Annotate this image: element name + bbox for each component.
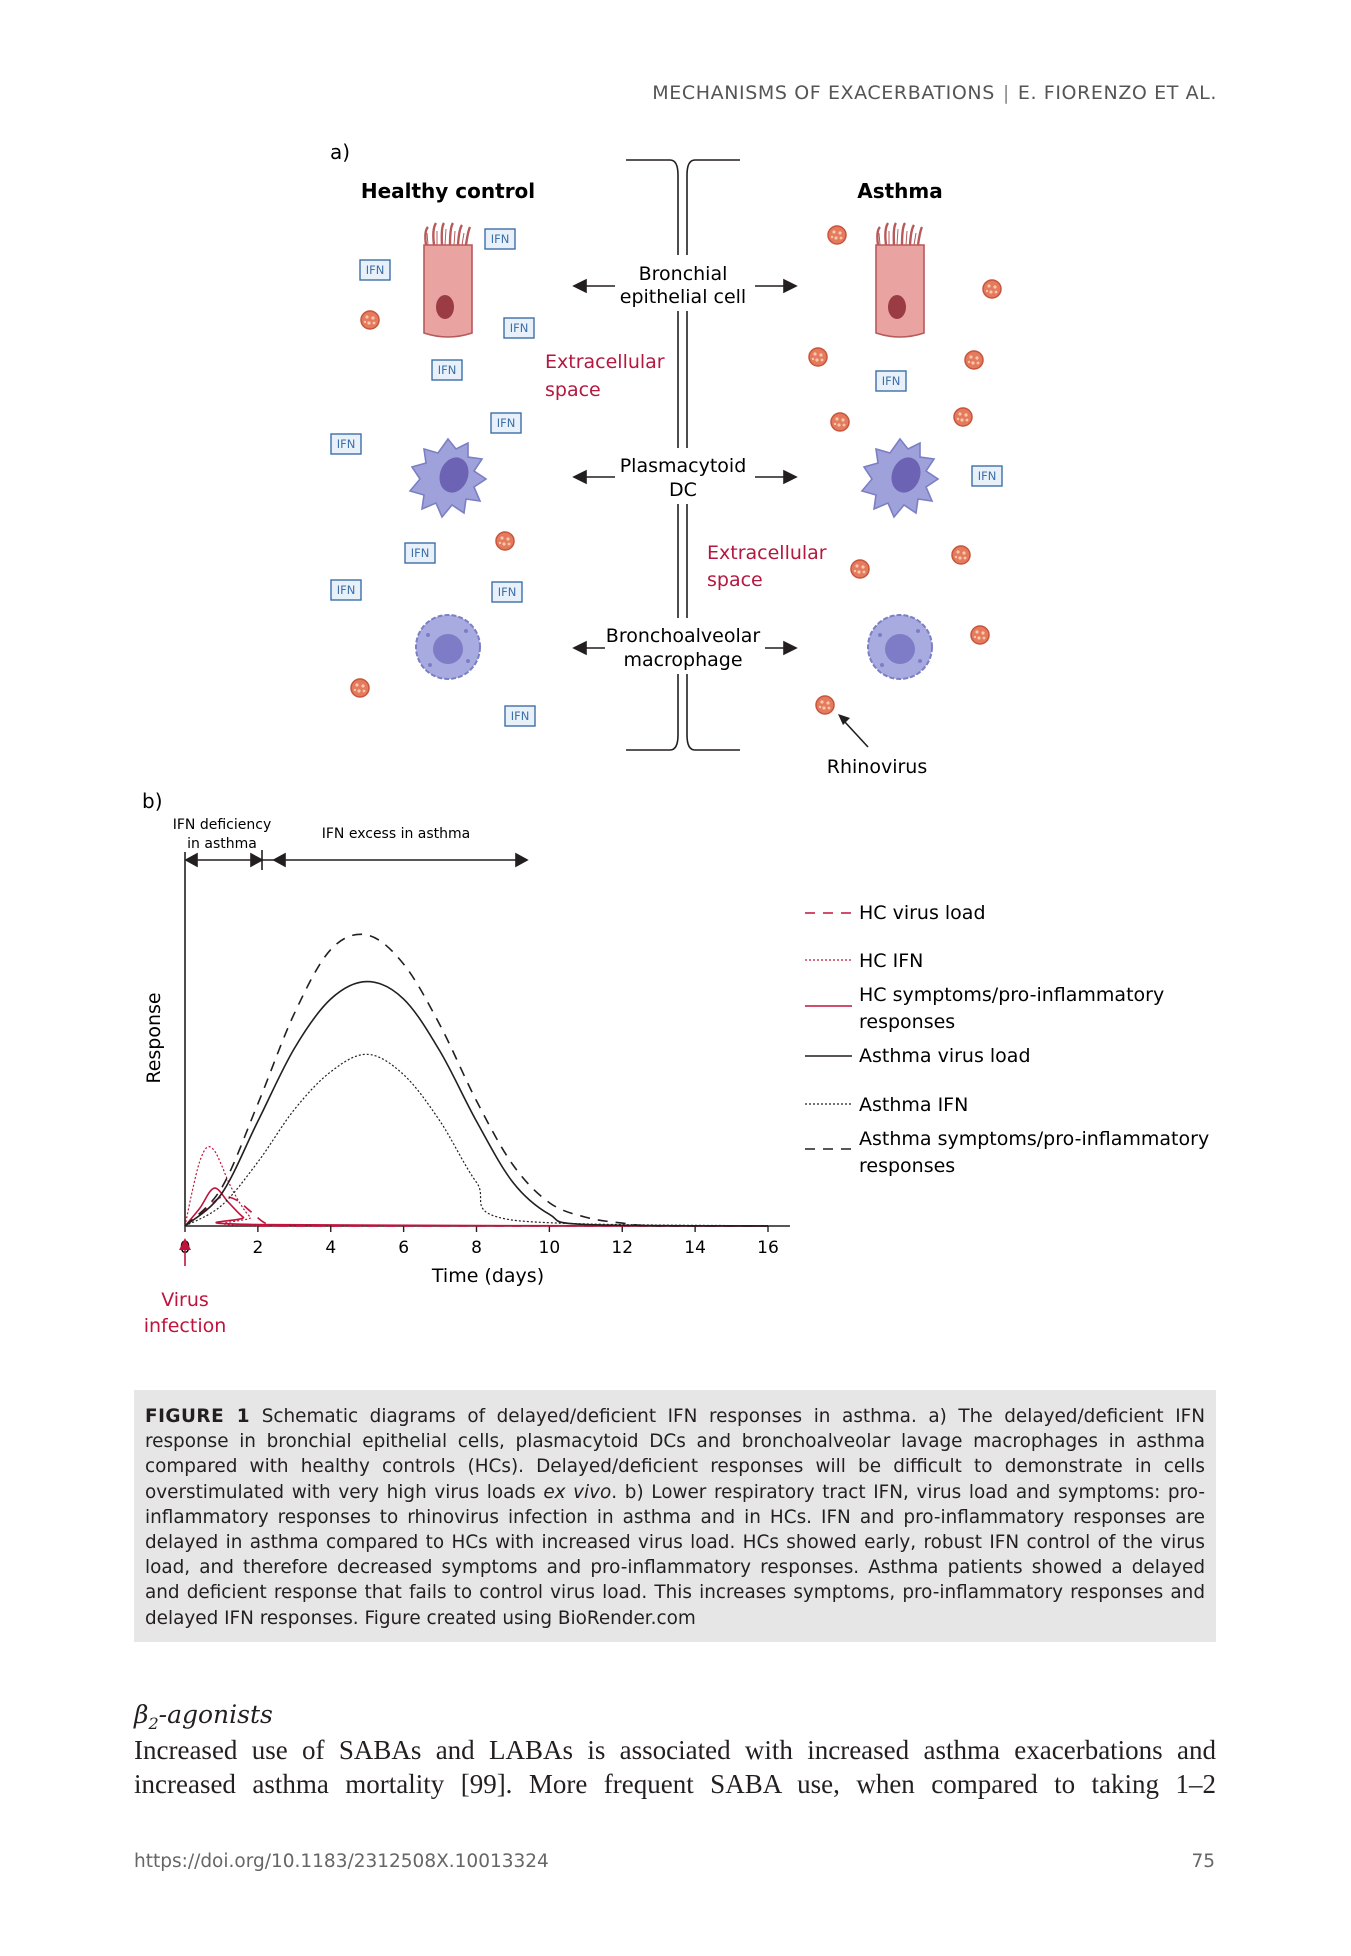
x-tick-label: 6 bbox=[398, 1238, 409, 1258]
legend-hc-ifn: HC IFN bbox=[859, 950, 923, 972]
legend-hc-symptoms-2: responses bbox=[859, 1011, 955, 1033]
panel-label-b: b) bbox=[142, 789, 163, 813]
figure-caption: FIGURE 1 Schematic diagrams of delayed/d… bbox=[134, 1390, 1216, 1642]
rhinovirus-label: Rhinovirus bbox=[827, 756, 927, 778]
legend-asthma-ifn: Asthma IFN bbox=[859, 1094, 968, 1116]
series-line-asthma-symptoms-pro-inflammatory-responses bbox=[184, 933, 768, 1227]
caption-italic: ex vivo bbox=[543, 1481, 612, 1503]
extracellular-label-2b: space bbox=[707, 569, 763, 591]
label-bronchoalveolar: Bronchoalveolar bbox=[606, 625, 761, 647]
ifn-label: IFN bbox=[337, 583, 356, 597]
excess-label: IFN excess in asthma bbox=[322, 826, 471, 842]
ifn-label: IFN bbox=[497, 416, 516, 430]
healthy-control-title: Healthy control bbox=[361, 179, 535, 203]
series-lines bbox=[184, 933, 769, 1227]
legend-asthma-symptoms-2: responses bbox=[859, 1155, 955, 1177]
series-line-hc-ifn bbox=[184, 1146, 768, 1227]
virus-infection-label-1: Virus bbox=[161, 1289, 209, 1311]
hc-plasmacytoid-dc bbox=[409, 438, 487, 518]
figure-label: FIGURE 1 bbox=[145, 1406, 251, 1427]
rhinovirus-pointer bbox=[843, 720, 869, 748]
legend-hc-symptoms: HC symptoms/pro-inflammatory bbox=[859, 984, 1164, 1006]
x-tick-label: 12 bbox=[611, 1238, 633, 1258]
running-title: MECHANISMS OF EXACERBATIONS bbox=[652, 82, 995, 104]
body-line-2: increased asthma mortality [99]. More fr… bbox=[134, 1769, 1216, 1799]
series-line-asthma-virus-load bbox=[184, 980, 769, 1227]
ifn-label: IFN bbox=[438, 363, 457, 377]
legend-asthma-virus-load: Asthma virus load bbox=[859, 1045, 1031, 1067]
x-tick-label: 14 bbox=[684, 1238, 706, 1258]
x-tick-label: 16 bbox=[757, 1238, 779, 1258]
comparison-arrows bbox=[572, 278, 798, 656]
section-title: β2-agonists bbox=[134, 1700, 273, 1733]
legend-hc-virus-load: HC virus load bbox=[859, 902, 986, 924]
ifn-label: IFN bbox=[511, 709, 530, 723]
x-tick-label: 10 bbox=[539, 1238, 561, 1258]
asthma-plasmacytoid-dc bbox=[861, 438, 939, 518]
chart-legend: HC virus load HC IFN HC symptoms/pro-inf… bbox=[805, 902, 1209, 1177]
series-line-asthma-ifn bbox=[184, 1053, 769, 1227]
x-tick-label: 8 bbox=[471, 1238, 482, 1258]
deficiency-label-2: in asthma bbox=[187, 836, 257, 852]
ifn-label: IFN bbox=[337, 437, 356, 451]
label-dc: DC bbox=[669, 479, 697, 501]
hc-epithelial-cell bbox=[422, 221, 474, 339]
label-plasmacytoid: Plasmacytoid bbox=[620, 455, 747, 477]
asthma-title: Asthma bbox=[857, 179, 943, 203]
label-epithelial-cell: epithelial cell bbox=[620, 286, 746, 308]
ifn-label: IFN bbox=[882, 374, 901, 388]
caption-text-2: . b) Lower respiratory tract IFN, virus … bbox=[145, 1481, 1205, 1629]
label-bronchial: Bronchial bbox=[639, 263, 728, 285]
ifn-label: IFN bbox=[491, 232, 510, 246]
x-axis-label: Time (days) bbox=[431, 1265, 544, 1287]
running-authors: E. FIORENZO ET AL. bbox=[1017, 82, 1217, 104]
figure-b-chart: b) IFN deficiency in asthma IFN excess i… bbox=[142, 789, 1209, 1337]
header-separator: | bbox=[1002, 82, 1010, 104]
period-arrows bbox=[184, 850, 529, 870]
ifn-label: IFN bbox=[510, 321, 529, 335]
running-header: MECHANISMS OF EXACERBATIONS | E. FIORENZO … bbox=[652, 82, 1217, 104]
x-tick-label: 2 bbox=[252, 1238, 263, 1258]
panel-label-a: a) bbox=[330, 140, 350, 164]
extracellular-label-1a: Extracellular bbox=[545, 351, 665, 373]
asthma-macrophage bbox=[867, 614, 933, 680]
ifn-label: IFN bbox=[978, 469, 997, 483]
caption-text-1: Schematic diagrams of delayed/deficient … bbox=[145, 1406, 1205, 1503]
deficiency-label-1: IFN deficiency bbox=[173, 817, 271, 833]
extracellular-label-1b: space bbox=[545, 379, 601, 401]
x-tick-label: 4 bbox=[325, 1238, 336, 1258]
body-paragraph: Increased use of SABAs and LABAs is asso… bbox=[134, 1733, 1216, 1801]
ifn-label: IFN bbox=[366, 263, 385, 277]
ifn-label: IFN bbox=[411, 546, 430, 560]
doi-link[interactable]: https://doi.org/10.1183/2312508X.1001332… bbox=[134, 1851, 549, 1872]
series-line-hc-virus-load bbox=[184, 1195, 768, 1227]
series-line-hc-symptoms-pro-inflammatory-responses bbox=[184, 1187, 769, 1227]
label-macrophage: macrophage bbox=[623, 649, 742, 671]
extracellular-label-2a: Extracellular bbox=[707, 542, 827, 564]
body-line-1: Increased use of SABAs and LABAs is asso… bbox=[134, 1735, 1216, 1765]
hc-macrophage bbox=[415, 614, 481, 680]
x-ticks: 0246810121416 bbox=[180, 1226, 779, 1258]
virus-infection-label-2: infection bbox=[144, 1315, 227, 1337]
asthma-epithelial-cell bbox=[874, 221, 926, 339]
page-number: 75 bbox=[1191, 1851, 1215, 1872]
ifn-label: IFN bbox=[498, 585, 517, 599]
legend-asthma-symptoms: Asthma symptoms/pro-inflammatory bbox=[859, 1128, 1209, 1150]
figure-a-diagram: a) Healthy control Asthma Bronchial epit… bbox=[330, 140, 1003, 778]
y-axis-label: Response bbox=[143, 992, 165, 1083]
